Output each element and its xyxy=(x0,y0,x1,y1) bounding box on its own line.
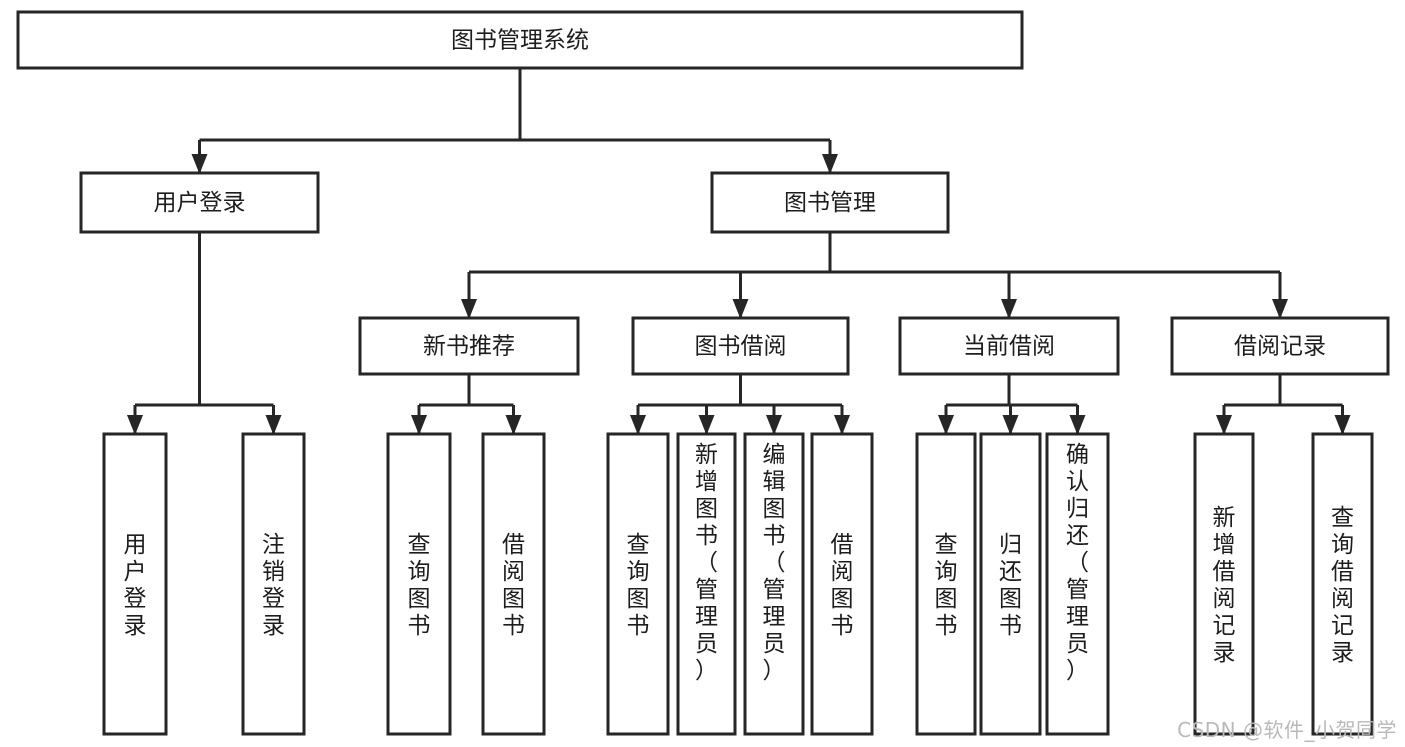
node-label: 查询图书 xyxy=(935,532,958,639)
node-box[interactable] xyxy=(241,432,306,736)
node-box[interactable] xyxy=(1193,432,1255,736)
node-确认归还管理员[interactable]: 确认归还（管理员） xyxy=(1045,432,1110,736)
node-box[interactable] xyxy=(1311,432,1374,736)
node-box[interactable] xyxy=(1170,316,1390,376)
node-box[interactable] xyxy=(16,10,1024,70)
node-图书管理系统[interactable]: 图书管理系统 xyxy=(16,10,1024,70)
node-label: 借阅图书 xyxy=(502,532,525,639)
node-box[interactable] xyxy=(79,171,320,234)
node-label: 确认归还（管理员） xyxy=(1066,442,1089,684)
node-box[interactable] xyxy=(676,432,737,736)
arrow-head-icon xyxy=(766,415,782,435)
node-label: 注销登录 xyxy=(262,532,285,639)
node-box[interactable] xyxy=(386,432,452,736)
node-label: 用户登录 xyxy=(124,532,147,639)
node-图书借阅[interactable]: 图书借阅 xyxy=(631,316,850,376)
node-借阅图书[interactable]: 借阅图书 xyxy=(810,432,874,736)
arrow-head-icon xyxy=(191,154,208,174)
node-layer: 图书管理系统用户登录图书管理新书推荐图书借阅当前借阅借阅记录用户登录注销登录查询… xyxy=(16,10,1390,736)
node-box[interactable] xyxy=(631,316,850,376)
node-label: 归还图书 xyxy=(999,532,1022,639)
node-box[interactable] xyxy=(1045,432,1110,736)
node-查询图书[interactable]: 查询图书 xyxy=(386,432,452,736)
arrow-head-icon xyxy=(1272,299,1288,319)
node-新增借阅记录[interactable]: 新增借阅记录 xyxy=(1193,432,1255,736)
node-label: 查询图书 xyxy=(627,532,650,639)
node-注销登录[interactable]: 注销登录 xyxy=(241,432,306,736)
arrow-head-icon xyxy=(1069,415,1086,435)
arrow-head-icon xyxy=(265,415,282,435)
node-box[interactable] xyxy=(743,432,805,736)
node-label: 用户登录 xyxy=(154,190,246,216)
node-当前借阅[interactable]: 当前借阅 xyxy=(898,316,1120,376)
node-查询图书[interactable]: 查询图书 xyxy=(915,432,977,736)
node-box[interactable] xyxy=(810,432,874,736)
node-label: 借阅记录 xyxy=(1234,334,1326,360)
node-用户登录[interactable]: 用户登录 xyxy=(102,432,168,736)
arrow-head-icon xyxy=(1001,299,1017,319)
node-label: 图书管理 xyxy=(784,190,876,216)
node-box[interactable] xyxy=(915,432,977,736)
node-用户登录[interactable]: 用户登录 xyxy=(79,171,320,234)
arrow-head-icon xyxy=(505,415,522,435)
arrow-head-icon xyxy=(1216,415,1232,435)
node-借阅记录[interactable]: 借阅记录 xyxy=(1170,316,1390,376)
node-box[interactable] xyxy=(710,171,950,234)
node-编辑图书管理员[interactable]: 编辑图书（管理员） xyxy=(743,432,805,736)
node-box[interactable] xyxy=(102,432,168,736)
node-查询借阅记录[interactable]: 查询借阅记录 xyxy=(1311,432,1374,736)
node-label: 查询图书 xyxy=(408,532,431,639)
arrow-head-icon xyxy=(834,415,850,435)
node-归还图书[interactable]: 归还图书 xyxy=(979,432,1042,736)
arrow-head-icon xyxy=(630,415,646,435)
node-box[interactable] xyxy=(606,432,670,736)
node-label: 查询借阅记录 xyxy=(1331,505,1354,666)
node-box[interactable] xyxy=(481,432,546,736)
watermark-text: CSDN @软件_小贺同学 xyxy=(1177,718,1397,742)
node-借阅图书[interactable]: 借阅图书 xyxy=(481,432,546,736)
arrow-head-icon xyxy=(127,415,143,435)
node-box[interactable] xyxy=(358,316,580,376)
node-label: 图书管理系统 xyxy=(451,28,589,54)
arrow-head-icon xyxy=(461,299,477,319)
arrow-head-icon xyxy=(1002,415,1019,435)
node-label: 当前借阅 xyxy=(963,334,1055,360)
arrow-head-icon xyxy=(732,299,749,319)
node-label: 新书推荐 xyxy=(423,334,515,360)
node-新书推荐[interactable]: 新书推荐 xyxy=(358,316,580,376)
node-label: 编辑图书（管理员） xyxy=(763,442,786,684)
node-label: 新增借阅记录 xyxy=(1213,505,1236,666)
node-box[interactable] xyxy=(898,316,1120,376)
node-box[interactable] xyxy=(979,432,1042,736)
arrow-head-icon xyxy=(411,415,427,435)
arrow-head-icon xyxy=(698,415,715,435)
node-图书管理[interactable]: 图书管理 xyxy=(710,171,950,234)
connector-layer xyxy=(127,68,1351,435)
node-新增图书管理员[interactable]: 新增图书（管理员） xyxy=(676,432,737,736)
arrow-head-icon xyxy=(822,154,838,174)
arrow-head-icon xyxy=(1334,415,1351,435)
node-查询图书[interactable]: 查询图书 xyxy=(606,432,670,736)
node-label: 图书借阅 xyxy=(695,334,787,360)
node-label: 借阅图书 xyxy=(831,532,854,639)
node-label: 新增图书（管理员） xyxy=(695,442,718,684)
arrow-head-icon xyxy=(938,415,954,435)
